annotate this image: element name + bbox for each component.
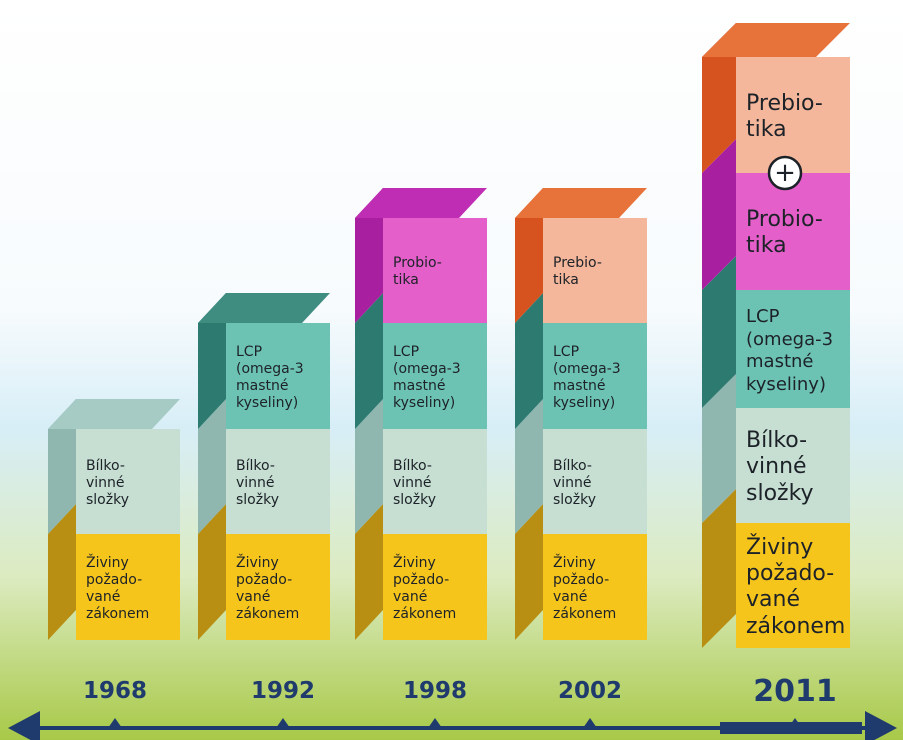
column-top-face bbox=[48, 399, 180, 429]
block-side-face bbox=[702, 23, 736, 173]
block-front-face bbox=[736, 57, 850, 173]
column-1968 bbox=[48, 399, 180, 640]
block-front-face bbox=[383, 218, 487, 323]
timeline-tick-1968 bbox=[108, 718, 122, 728]
year-label-1998: 1998 bbox=[402, 678, 467, 704]
block-front-face bbox=[543, 323, 647, 429]
block-protein bbox=[355, 399, 487, 534]
column-top-face bbox=[515, 188, 647, 218]
block-front-face bbox=[383, 534, 487, 640]
block-side-face bbox=[48, 504, 76, 640]
column-1992 bbox=[198, 293, 330, 640]
timeline-tick-2002 bbox=[583, 718, 597, 728]
block-food bbox=[198, 504, 330, 640]
block-side-face bbox=[198, 293, 226, 429]
block-protein bbox=[198, 399, 330, 534]
column-top-face bbox=[198, 293, 330, 323]
block-side-face bbox=[515, 188, 543, 323]
block-front-face bbox=[736, 523, 850, 648]
block-front-face bbox=[226, 323, 330, 429]
block-side-face bbox=[48, 399, 76, 534]
timeline-left-arrow bbox=[8, 711, 40, 740]
block-side-face bbox=[198, 504, 226, 640]
block-side-face bbox=[702, 489, 736, 648]
plus-icon: + bbox=[767, 155, 803, 191]
block-front-face bbox=[543, 218, 647, 323]
timeline-tick-1992 bbox=[276, 718, 290, 728]
block-probiotic bbox=[702, 139, 850, 290]
block-side-face bbox=[702, 139, 736, 290]
block-side-face bbox=[198, 399, 226, 534]
block-prebiotic bbox=[515, 188, 647, 323]
year-label-1968: 1968 bbox=[82, 678, 147, 704]
block-front-face bbox=[543, 534, 647, 640]
block-side-face bbox=[702, 374, 736, 523]
block-front-face bbox=[383, 429, 487, 534]
block-front-face bbox=[226, 534, 330, 640]
block-protein bbox=[48, 399, 180, 534]
block-protein bbox=[515, 399, 647, 534]
block-front-face bbox=[76, 534, 180, 640]
year-label-2011: 2011 bbox=[753, 674, 837, 709]
timeline-right-arrow bbox=[865, 711, 897, 740]
block-front-face bbox=[736, 408, 850, 523]
timeline-tick-1998 bbox=[428, 718, 442, 728]
block-protein bbox=[702, 374, 850, 523]
block-front-face bbox=[383, 323, 487, 429]
block-lcp bbox=[702, 256, 850, 408]
year-label-2002: 2002 bbox=[557, 678, 622, 704]
column-top-face bbox=[702, 23, 850, 57]
column-2011 bbox=[702, 23, 850, 648]
block-side-face bbox=[515, 504, 543, 640]
block-side-face bbox=[355, 504, 383, 640]
block-probiotic bbox=[355, 188, 487, 323]
svg-text:+: + bbox=[774, 158, 796, 188]
block-side-face bbox=[515, 399, 543, 534]
block-front-face bbox=[736, 290, 850, 408]
block-side-face bbox=[515, 293, 543, 429]
block-prebiotic bbox=[702, 23, 850, 173]
block-food bbox=[355, 504, 487, 640]
column-2002 bbox=[515, 188, 647, 640]
timeline-axis bbox=[8, 711, 897, 740]
year-label-1992: 1992 bbox=[250, 678, 315, 704]
block-side-face bbox=[355, 293, 383, 429]
block-food bbox=[702, 489, 850, 648]
block-front-face bbox=[76, 429, 180, 534]
block-front-face bbox=[226, 429, 330, 534]
block-front-face bbox=[543, 429, 647, 534]
block-lcp bbox=[355, 293, 487, 429]
block-side-face bbox=[702, 256, 736, 408]
column-top-face bbox=[355, 188, 487, 218]
block-food bbox=[48, 504, 180, 640]
block-lcp bbox=[515, 293, 647, 429]
block-side-face bbox=[355, 399, 383, 534]
timeline-tick-2011 bbox=[788, 718, 802, 728]
block-food bbox=[515, 504, 647, 640]
block-lcp bbox=[198, 293, 330, 429]
block-front-face bbox=[736, 173, 850, 290]
column-1998 bbox=[355, 188, 487, 640]
block-side-face bbox=[355, 188, 383, 323]
